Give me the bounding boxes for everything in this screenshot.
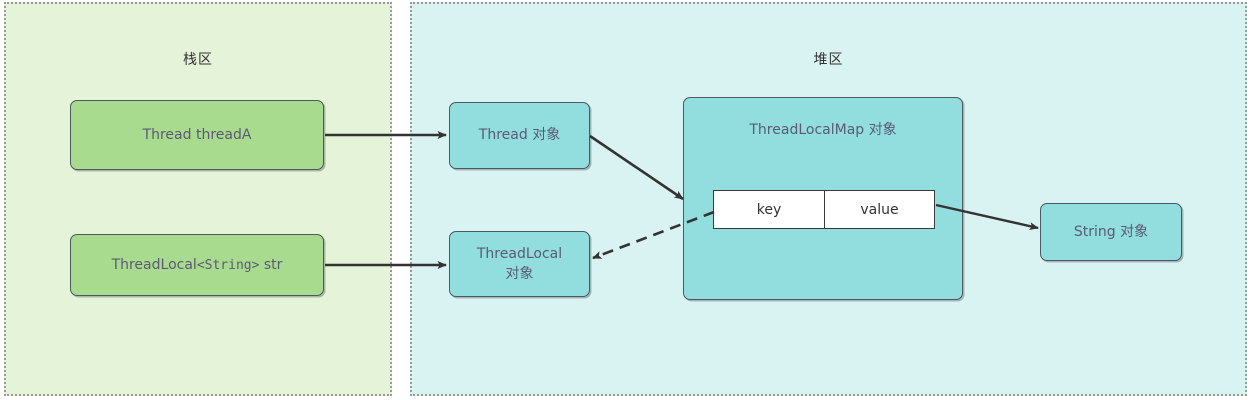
node-threadlocal-object-line1: ThreadLocal xyxy=(476,245,563,262)
node-threadlocal-str[interactable]: ThreadLocal<String> str xyxy=(70,234,324,296)
node-thread-object-label: Thread 对象 xyxy=(478,127,561,144)
node-string-object-label: String 对象 xyxy=(1073,223,1149,240)
node-thread-threada[interactable]: Thread threadA xyxy=(70,100,324,170)
node-threadlocal-object[interactable]: ThreadLocal 对象 xyxy=(449,231,590,297)
node-threadlocal-str-label: ThreadLocal<String> str xyxy=(112,255,283,276)
node-threadlocalmap-object-label: ThreadLocalMap 对象 xyxy=(749,122,897,138)
entry-cell-value[interactable]: value xyxy=(824,191,934,228)
node-string-object[interactable]: String 对象 xyxy=(1040,203,1182,261)
node-threadlocal-object-line2: 对象 xyxy=(505,266,534,282)
entry-key-value-table: key value xyxy=(713,190,935,229)
node-threadlocal-str-label-generic: <String> xyxy=(196,257,260,273)
node-thread-threada-label: Thread threadA xyxy=(142,126,252,143)
stack-region: 栈区 xyxy=(4,2,392,396)
heap-region-title: 堆区 xyxy=(813,52,844,68)
entry-cell-key[interactable]: key xyxy=(756,201,782,218)
node-threadlocal-str-label-pre: ThreadLocal xyxy=(111,256,197,273)
stack-region-title: 栈区 xyxy=(183,52,213,68)
node-thread-object[interactable]: Thread 对象 xyxy=(449,102,590,169)
node-threadlocal-str-label-post: str xyxy=(259,256,283,273)
